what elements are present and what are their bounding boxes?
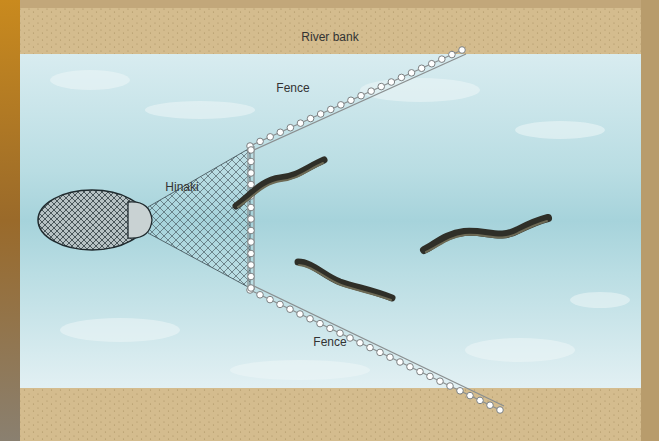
fence-post: [317, 320, 324, 327]
fence-post: [277, 301, 284, 308]
fence-post: [407, 364, 414, 371]
fence-post: [248, 170, 255, 177]
fence-post: [377, 349, 384, 356]
fence-post: [248, 204, 255, 211]
fence-post: [358, 92, 365, 99]
fence-post: [317, 111, 324, 118]
fence-post: [297, 120, 304, 127]
fence-post: [287, 306, 294, 313]
fence-post: [248, 227, 255, 234]
fence-post: [248, 262, 255, 269]
trap-label: Hinaki: [165, 180, 198, 194]
fence-post: [248, 273, 255, 280]
fence-post: [459, 47, 466, 54]
fence-post: [378, 83, 385, 90]
fence-post: [267, 296, 274, 303]
fence-post: [287, 124, 294, 131]
fence-post: [307, 316, 314, 323]
fence-post: [428, 60, 435, 67]
fence-post: [248, 158, 255, 165]
fence-post: [248, 239, 255, 246]
fence-post: [467, 392, 474, 399]
fence-post: [388, 79, 395, 86]
fence-post: [367, 344, 374, 351]
fence-post: [357, 340, 364, 347]
fence-label: Fence: [276, 81, 309, 95]
fence-post: [257, 138, 264, 145]
fence-post: [417, 368, 424, 375]
fence-post: [338, 102, 345, 109]
bank-label: River bank: [301, 30, 358, 44]
fence-post: [457, 388, 464, 395]
fence-post: [267, 134, 274, 141]
fence-post: [397, 359, 404, 366]
fence-post: [477, 397, 484, 404]
fence-post: [487, 402, 494, 409]
fence-post: [277, 129, 284, 136]
fence-post: [497, 407, 504, 414]
fence-post: [437, 378, 444, 385]
fence-post: [248, 181, 255, 188]
fence-post: [447, 383, 454, 390]
fence-label: Fence: [313, 335, 346, 349]
fence-post: [248, 216, 255, 223]
fence-post: [297, 311, 304, 318]
fence-post: [387, 354, 394, 361]
fence-post: [307, 115, 314, 122]
fence-post: [368, 88, 375, 95]
fence-post: [398, 74, 405, 81]
fence-post: [427, 373, 434, 380]
fence-post: [439, 56, 446, 63]
fence-post: [418, 65, 425, 72]
fence-post: [327, 325, 334, 332]
fence-post: [408, 70, 415, 77]
fence-post: [347, 335, 354, 342]
fence-post: [348, 97, 355, 104]
fence-post: [248, 147, 255, 154]
fence-post: [257, 292, 264, 299]
fence-post: [449, 51, 456, 58]
fence-post: [327, 106, 334, 113]
fence-post: [248, 250, 255, 257]
fence-post: [248, 285, 255, 292]
